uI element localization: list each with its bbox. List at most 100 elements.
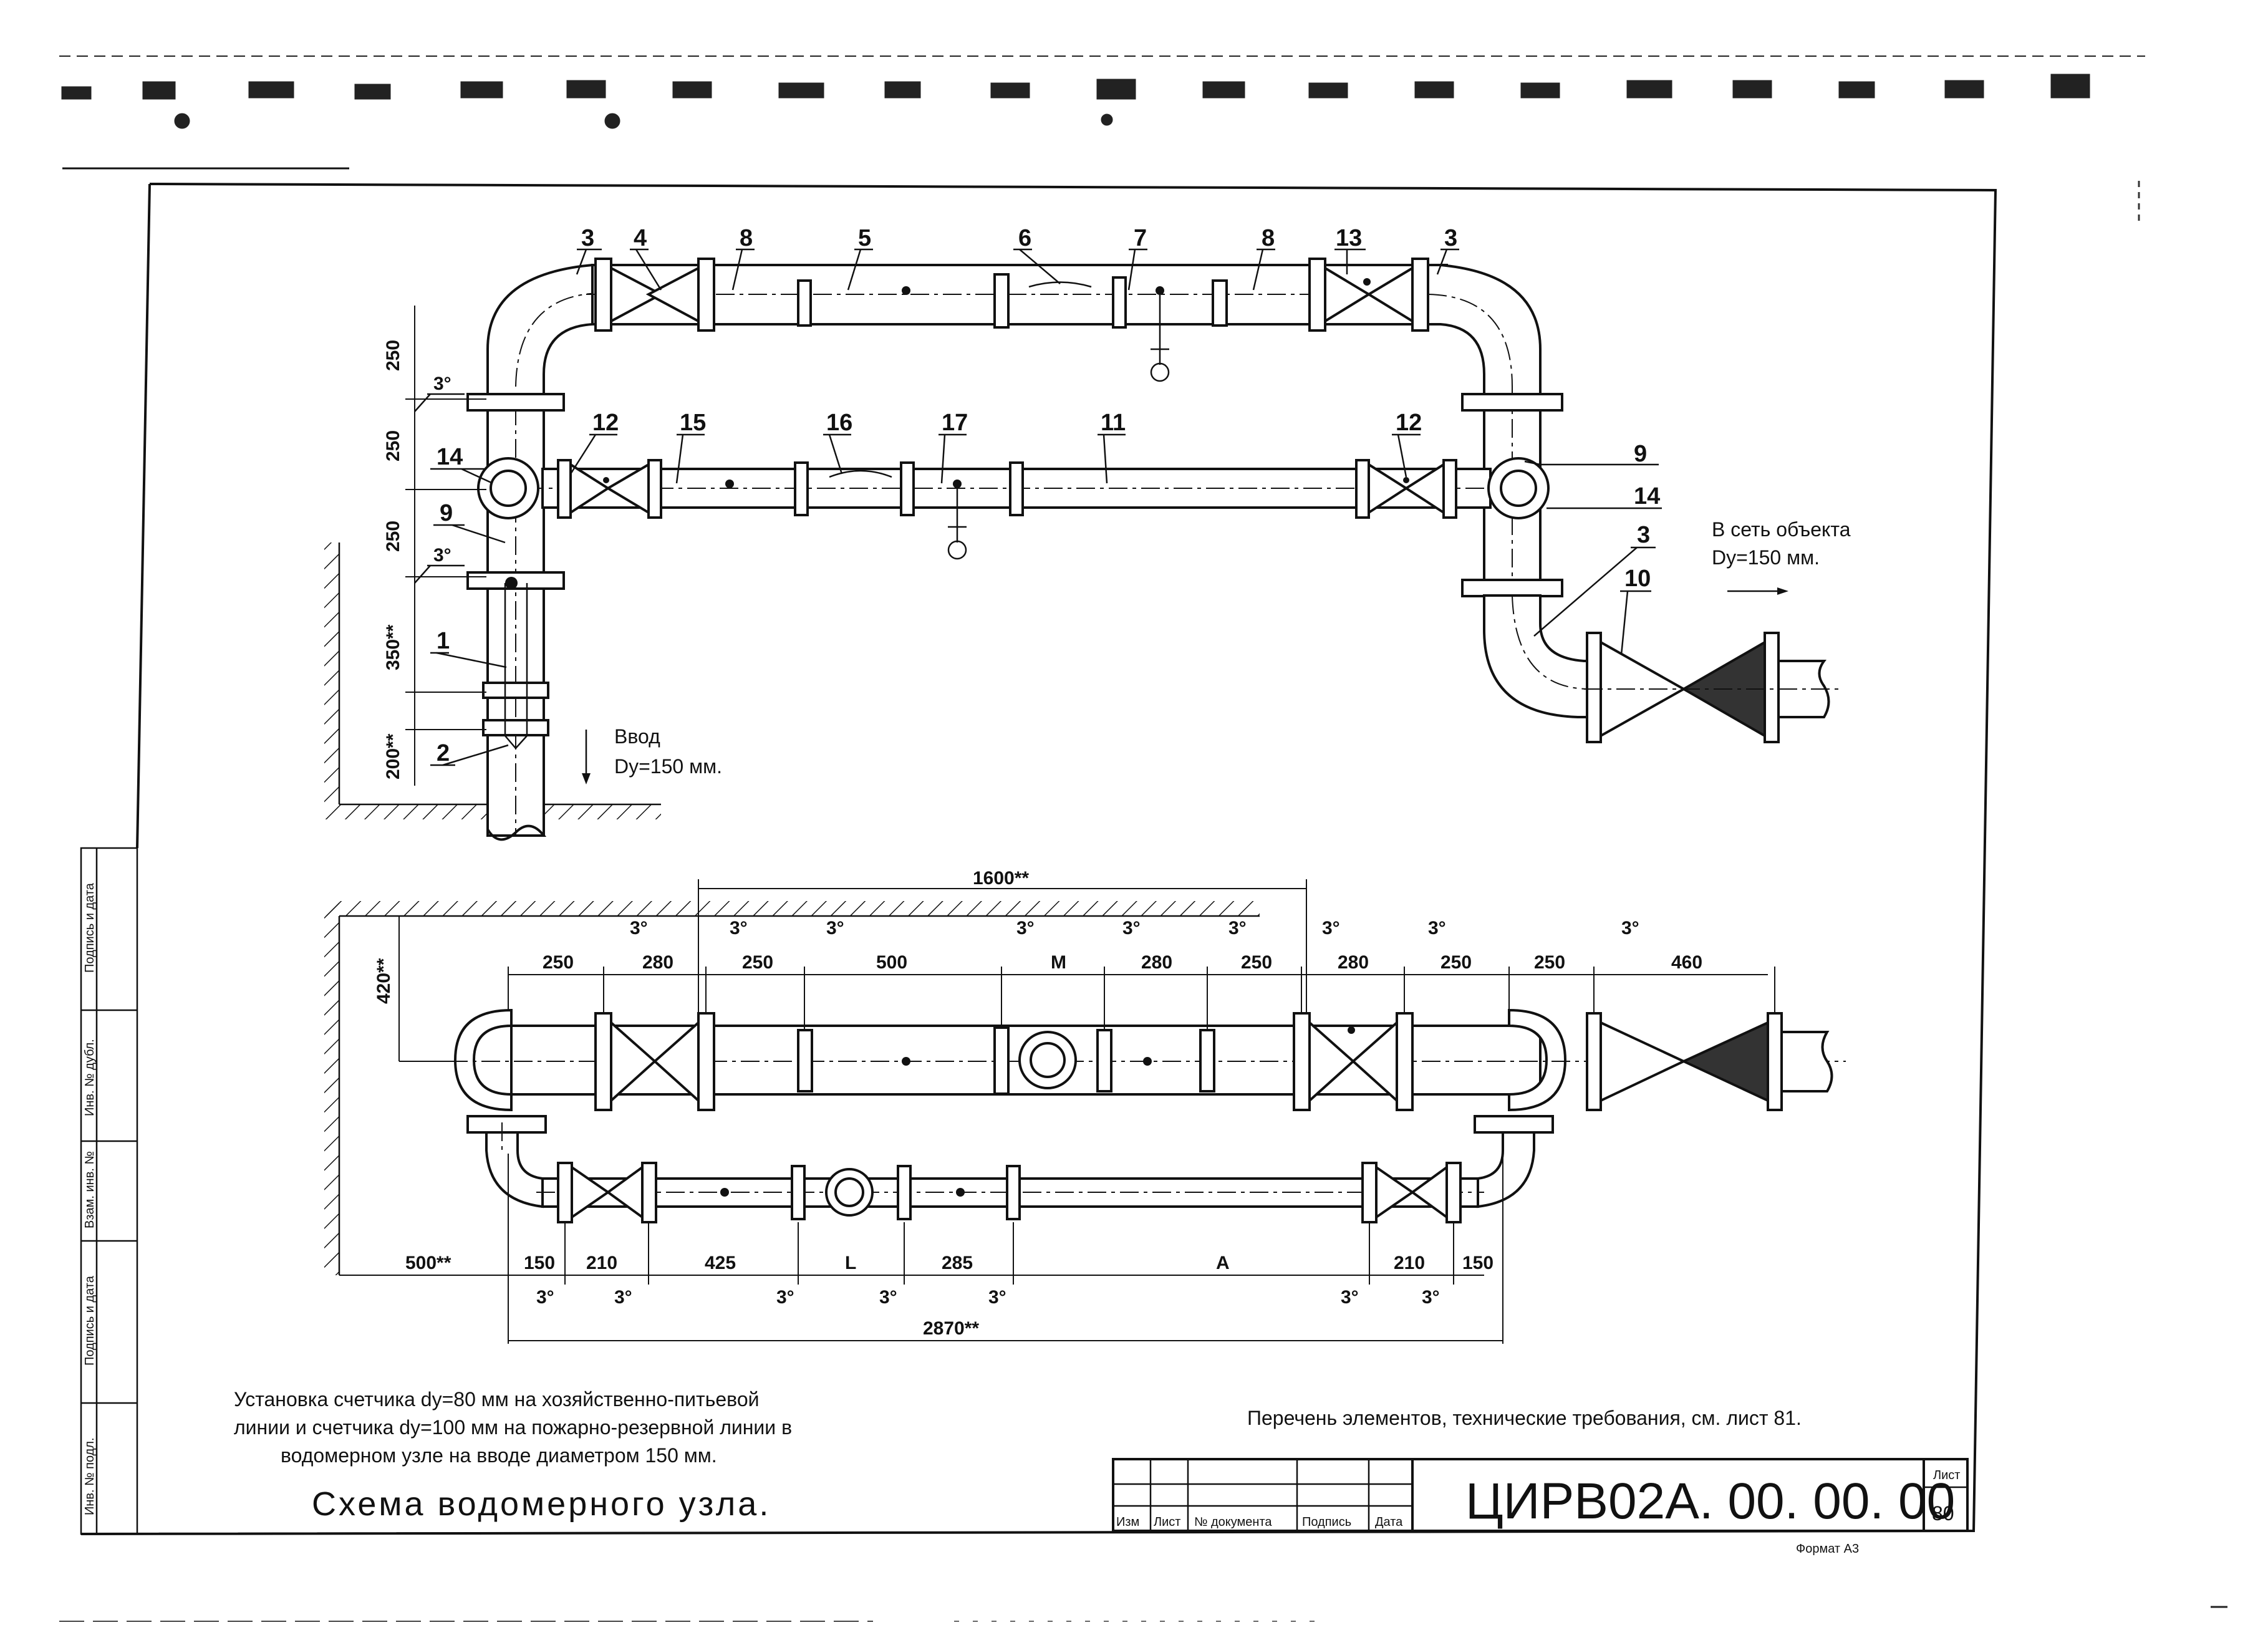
angle-bot-1: 3° — [536, 1287, 554, 1308]
vdim-2: 250 — [383, 430, 403, 461]
angle-bot-7: 3° — [1422, 1287, 1440, 1308]
angle-bot-2: 3° — [614, 1287, 632, 1308]
callout-14-right: 14 — [1634, 483, 1660, 509]
dim-top-250-a: 250 — [543, 952, 574, 973]
callouts-left: 14 9 1 2 — [430, 444, 509, 766]
angle-top-4: 3° — [1016, 918, 1035, 938]
plan-dim-bottom-row: 500** 150 210 425 L 285 A 210 150 3° 3° … — [339, 1154, 1503, 1344]
dim-bot-L: L — [845, 1253, 856, 1273]
callout-17: 17 — [942, 410, 968, 436]
callout-4: 4 — [634, 225, 647, 251]
plan-scheme: 1600** 250 280 250 500 M 280 250 280 25 — [324, 868, 1846, 1344]
wall-hatch-plan — [324, 901, 1260, 1275]
callout-7: 7 — [1134, 225, 1147, 251]
install-note-line-2: линии и счетчика dy=100 мм на пожарно-ре… — [234, 1416, 792, 1439]
format-label: Формат А3 — [1796, 1542, 1859, 1556]
drawing-title: Схема водомерного узла. — [312, 1485, 771, 1523]
angle-mark-1: 3° — [433, 374, 451, 394]
callout-3-left: 3 — [581, 225, 594, 251]
sheet-number: 80 — [1932, 1502, 1954, 1525]
angle-top-6: 3° — [1228, 918, 1247, 938]
dim-2870: 2870** — [923, 1318, 979, 1339]
callout-3-outlet: 3 — [1637, 522, 1650, 548]
dim-bot-150-a: 150 — [524, 1253, 555, 1273]
inlet-diameter: Dy=150 мм. — [614, 755, 722, 778]
riser-left — [466, 264, 606, 841]
dim-top-280-c: 280 — [1338, 952, 1369, 973]
elevation-scheme: 3 4 8 5 6 7 8 13 3 12 15 16 — [324, 225, 1851, 841]
angle-top-3: 3° — [826, 918, 844, 938]
callout-5: 5 — [858, 225, 871, 251]
riser-right — [1461, 387, 1840, 743]
dim-top-250-c: 250 — [1241, 952, 1272, 973]
dim-top-460: 460 — [1671, 952, 1702, 973]
callout-3-right: 3 — [1444, 225, 1457, 251]
dim-top-280-a: 280 — [642, 952, 673, 973]
plan-dim-overall-top: 1600** — [698, 868, 1307, 1013]
outlet-title: В сеть объекта — [1712, 518, 1851, 541]
dim-bot-425: 425 — [705, 1253, 736, 1273]
dim-bot-500: 500** — [405, 1253, 451, 1273]
callout-9-left: 9 — [440, 500, 453, 526]
stamp-col-doc: № документа — [1194, 1515, 1272, 1529]
side-stamp-5: Инв. № подл. — [83, 1437, 97, 1515]
callout-6: 6 — [1018, 225, 1031, 251]
vdim-4: 350** — [383, 624, 403, 670]
side-stamp-4: Подпись и дата — [83, 1275, 97, 1366]
install-note-line-1: Установка счетчика dy=80 мм на хозяйстве… — [234, 1388, 759, 1411]
callout-13: 13 — [1336, 225, 1362, 251]
dim-bot-210-b: 210 — [1394, 1253, 1425, 1273]
inlet-label: Ввод Dy=150 мм. — [582, 725, 722, 784]
reference-note: Перечень элементов, технические требован… — [1247, 1407, 1802, 1429]
angle-bot-3: 3° — [776, 1287, 794, 1308]
dim-1600: 1600** — [973, 868, 1029, 889]
dim-top-500: 500 — [876, 952, 907, 973]
angle-top-7: 3° — [1322, 918, 1340, 938]
angle-top-1: 3° — [630, 918, 648, 938]
title-block: Изм Лист № документа Подпись Дата ЦИРВ02… — [1112, 1458, 1969, 1556]
dim-bot-A: A — [1216, 1253, 1230, 1273]
vdim-5: 200** — [383, 733, 403, 779]
outlet-label: В сеть объекта Dy=150 мм. — [1712, 518, 1851, 595]
dim-420: 420** — [374, 958, 394, 1004]
dim-top-250-d: 250 — [1440, 952, 1472, 973]
dim-top-M: M — [1051, 952, 1066, 973]
dim-bot-150-b: 150 — [1462, 1253, 1494, 1273]
sheet-label: Лист — [1933, 1468, 1960, 1482]
callout-10: 10 — [1624, 566, 1651, 592]
dim-bot-285: 285 — [942, 1253, 973, 1273]
callout-1: 1 — [437, 628, 450, 654]
callout-9-right: 9 — [1634, 441, 1647, 467]
dim-top-280-b: 280 — [1141, 952, 1172, 973]
outlet-diameter: Dy=150 мм. — [1712, 546, 1820, 569]
callouts-middle: 12 15 16 17 11 12 — [569, 410, 1422, 484]
install-note-line-3: водомерном узле на вводе диаметром 150 м… — [281, 1444, 717, 1467]
side-stamp-3: Взам. инв. № — [83, 1151, 97, 1228]
side-stamp-1: Подпись и дата — [83, 882, 97, 973]
document-code: ЦИРВ02А. 00. 00. 00 — [1465, 1473, 1955, 1530]
angle-bot-4: 3° — [879, 1287, 897, 1308]
side-stamp-2: Инв. № дубл. — [83, 1039, 97, 1116]
angle-top-5: 3° — [1122, 918, 1141, 938]
vdim-1: 250 — [383, 340, 403, 371]
plan-dim-overall-bottom: 2870** — [508, 1318, 1503, 1341]
dim-top-250-e: 250 — [1534, 952, 1565, 973]
angle-top-8: 3° — [1428, 918, 1446, 938]
callouts-right: 9 14 3 10 — [1524, 441, 1662, 655]
vdim-3: 250 — [383, 521, 403, 552]
plan-upper-line — [399, 1008, 1846, 1112]
angle-mark-2: 3° — [433, 545, 451, 566]
stamp-col-izm: Изм — [1116, 1515, 1139, 1529]
angle-top-2: 3° — [730, 918, 748, 938]
notes: Установка счетчика dy=80 мм на хозяйстве… — [234, 1388, 1802, 1523]
callout-15: 15 — [680, 410, 706, 436]
callout-16: 16 — [826, 410, 852, 436]
scan-noise-header — [59, 55, 2227, 1622]
angle-bot-6: 3° — [1341, 1287, 1359, 1308]
middle-line — [477, 457, 1550, 560]
plan-dim-depth: 420** — [374, 916, 400, 1061]
dim-top-250-b: 250 — [742, 952, 773, 973]
upper-line — [586, 258, 1542, 400]
drawing-frame — [80, 183, 1997, 1535]
